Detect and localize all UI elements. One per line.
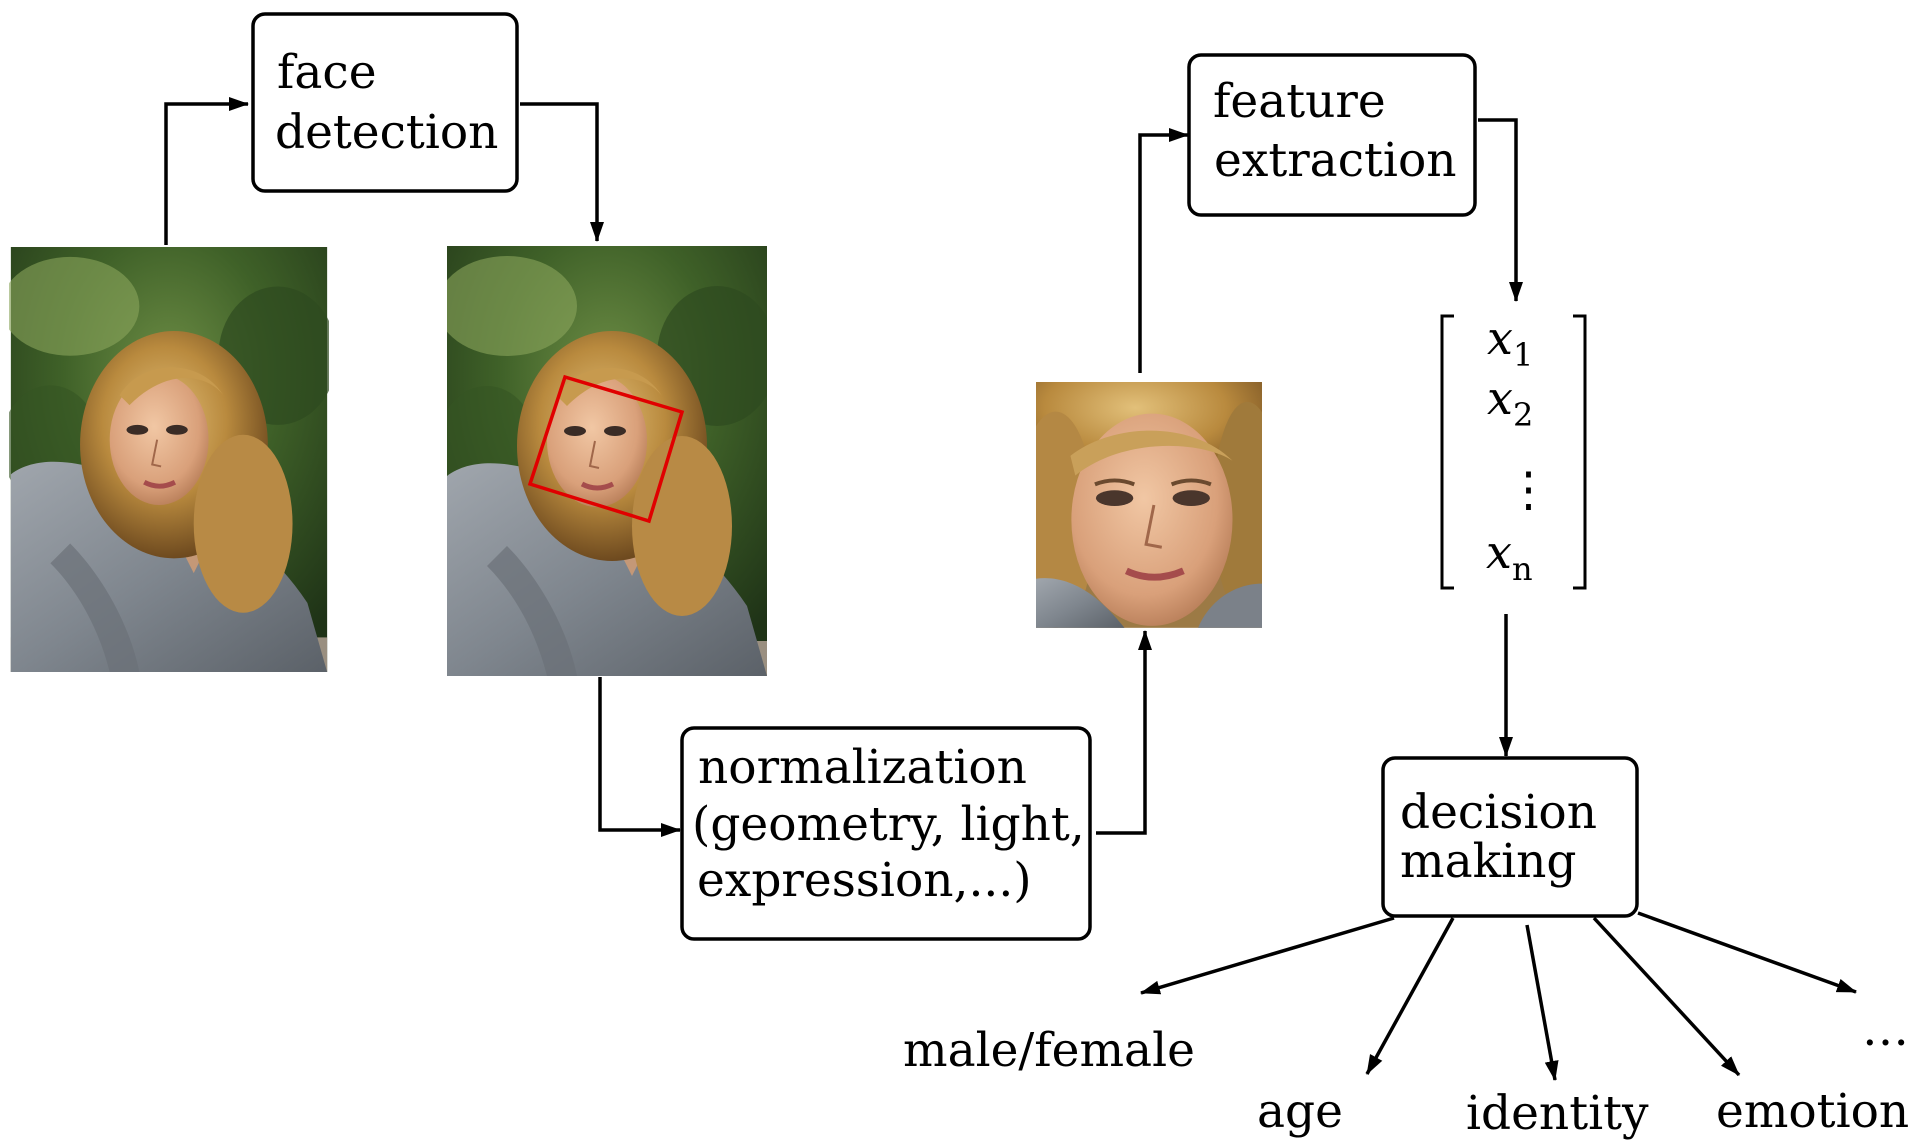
normalization-label-line3: expression,...) [697, 853, 1032, 908]
face-detection-node: face detection [251, 12, 519, 193]
arrow-photo-to-face-detection [164, 97, 249, 245]
decision-making-label-line2: making [1400, 834, 1576, 889]
feature-extraction-label-line1: feature [1213, 74, 1386, 129]
vector-element-x2: x2 [1487, 371, 1533, 434]
normalization-label-line2: (geometry, light, [692, 797, 1085, 852]
feature-vector: x1 x2 ⋮ xn [1440, 311, 1587, 590]
decision-making-node: decision making [1381, 756, 1639, 918]
face-detection-box [527, 374, 685, 524]
decision-making-label-line1: decision [1400, 785, 1597, 840]
arrow-to-male-female [1140, 916, 1395, 995]
arrow-feature-extraction-to-vector [1478, 118, 1523, 302]
arrow-to-more-outputs [1637, 911, 1857, 994]
detected-photo [437, 246, 777, 676]
feature-extraction-label-line2: extraction [1214, 133, 1457, 188]
vector-element-xn: xn [1486, 525, 1533, 588]
output-identity: identity [1466, 1086, 1649, 1141]
original-photo [1, 247, 337, 672]
arrow-face-detection-to-detected-photo [520, 102, 604, 242]
normalization-node: normalization (geometry, light, expressi… [680, 726, 1092, 941]
normalized-face-image [1011, 353, 1286, 628]
face-detection-label-line2: detection [275, 105, 498, 160]
arrow-to-age [1365, 917, 1455, 1075]
vector-ellipsis: ⋮ [1505, 462, 1552, 517]
vector-element-x1: x1 [1487, 311, 1533, 374]
feature-extraction-node: feature extraction [1187, 53, 1477, 217]
arrow-detected-photo-to-normalization [598, 677, 681, 837]
output-age: age [1257, 1084, 1343, 1139]
output-male-female: male/female [903, 1023, 1195, 1078]
arrow-to-identity [1525, 924, 1559, 1081]
vector-right-bracket [1573, 314, 1587, 590]
arrow-to-emotion [1592, 916, 1741, 1077]
output-emotion: emotion [1716, 1084, 1909, 1139]
output-more: … [1862, 1002, 1909, 1057]
vector-left-bracket [1440, 314, 1454, 590]
normalization-label-line1: normalization [698, 740, 1027, 795]
arrow-normalization-to-face-crop [1096, 630, 1152, 835]
face-detection-label-line1: face [277, 45, 377, 100]
arrow-face-crop-to-feature-extraction [1138, 128, 1189, 373]
